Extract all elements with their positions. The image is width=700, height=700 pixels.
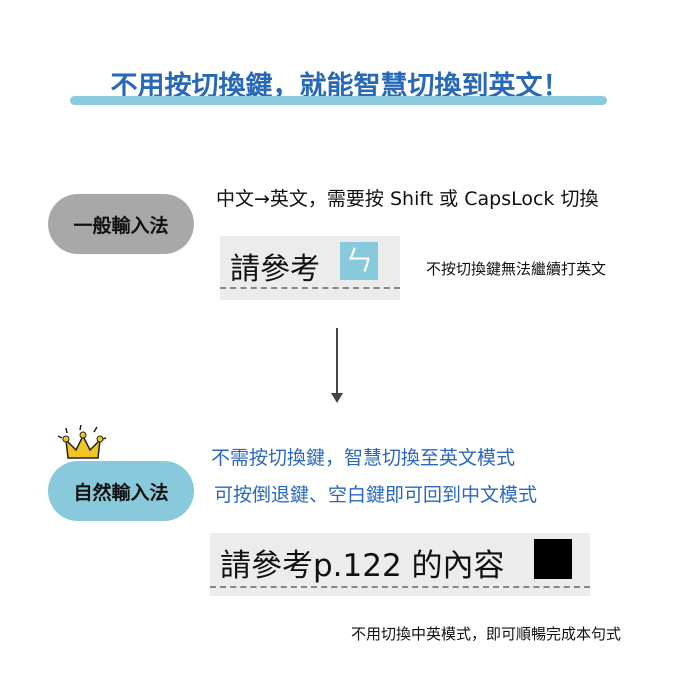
title-underline xyxy=(70,96,607,105)
bopomofo-key: ㄣ xyxy=(340,242,378,280)
dashed-line xyxy=(210,586,590,588)
example-text: 請參考 xyxy=(230,252,320,287)
dashed-line xyxy=(220,287,400,289)
standard-ime-note: 不按切換鍵無法繼續打英文 xyxy=(426,260,607,278)
natural-ime-line1: 不需按切換鍵，智慧切換至英文模式 xyxy=(211,447,516,469)
down-arrow-icon xyxy=(336,328,338,394)
natural-ime-line2: 可按倒退鍵、空白鍵即可回到中文模式 xyxy=(214,484,538,506)
standard-ime-example: 請參考 ㄣ xyxy=(220,236,400,300)
standard-ime-description: 中文→英文，需要按 Shift 或 CapsLock 切換 xyxy=(216,188,599,210)
crown-icon xyxy=(57,424,107,459)
arrow-head-icon xyxy=(331,393,343,403)
cursor-block xyxy=(534,539,572,579)
natural-ime-example: 請參考p.122 的內容 xyxy=(210,533,590,596)
example-text: 請參考p.122 的內容 xyxy=(220,548,505,584)
standard-ime-badge: 一般輸入法 xyxy=(48,194,194,254)
natural-ime-note: 不用切換中英模式，即可順暢完成本句式 xyxy=(351,625,622,643)
natural-ime-badge: 自然輸入法 xyxy=(48,461,194,521)
